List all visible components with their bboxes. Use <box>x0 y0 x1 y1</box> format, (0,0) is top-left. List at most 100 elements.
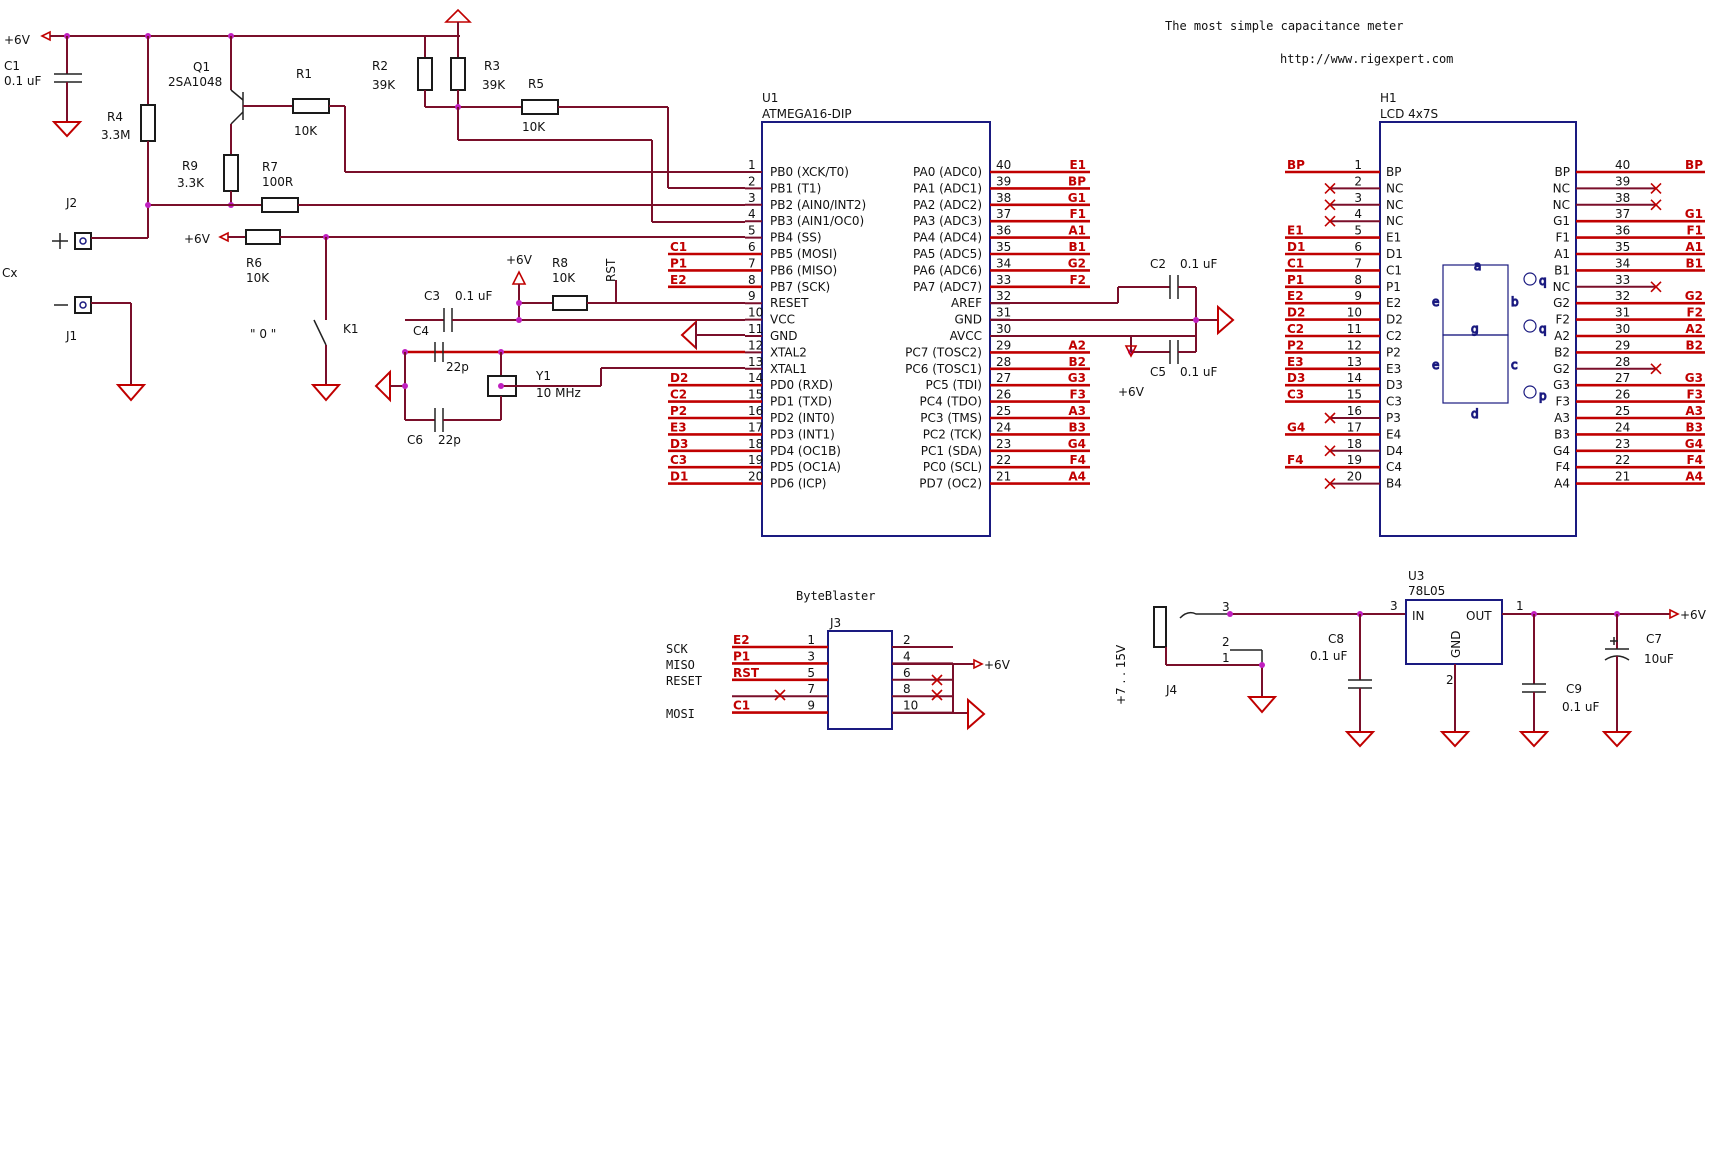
r2-ref: R2 <box>372 59 388 73</box>
c1-ref: C1 <box>4 59 20 73</box>
u1-net-label: E2 <box>670 273 687 287</box>
h1-net-label: G2 <box>1685 289 1703 303</box>
no-connect-mark <box>1324 445 1336 457</box>
c9-gnd-symbol <box>1518 731 1550 748</box>
u1-pin-name: PC4 (TDO) <box>920 395 982 409</box>
j4-ref: J4 <box>1165 683 1177 697</box>
bb-signal-mosi: MOSI <box>666 707 695 721</box>
u1-pin-name: PA2 (ADC2) <box>913 198 982 212</box>
u1-net-label: G2 <box>1068 256 1086 270</box>
seg-q-upper: q <box>1539 274 1547 288</box>
h1-pin-number: 13 <box>1347 355 1362 369</box>
c9-value: 0.1 uF <box>1562 700 1600 714</box>
r5-ref: R5 <box>528 77 544 91</box>
supply-label-avcc: +6V <box>1118 385 1145 399</box>
u1-pin-number: 8 <box>748 273 756 287</box>
u1-net-label: P2 <box>670 404 687 418</box>
y1-value: 10 MHz <box>536 386 581 400</box>
u1-net-label: BP <box>1068 174 1086 188</box>
c4-ref: C4 <box>413 324 429 338</box>
u1-net-label: E1 <box>1069 158 1086 172</box>
h1-pin-name: NC <box>1386 181 1403 195</box>
r9-ref: R9 <box>182 159 198 173</box>
cx-label: Cx <box>2 266 17 280</box>
j2-connector[interactable] <box>74 232 92 250</box>
u1-pin-number: 19 <box>748 453 763 467</box>
h1-pin-name: G1 <box>1553 214 1570 228</box>
h1-net-label: D2 <box>1287 306 1305 320</box>
seg-g: g <box>1471 322 1479 336</box>
h1-pin-number: 40 <box>1615 158 1630 172</box>
h1-pin-number: 10 <box>1347 306 1362 320</box>
r3-resistor <box>450 57 466 91</box>
u1-pin-number: 26 <box>996 388 1011 402</box>
j1-connector[interactable] <box>74 296 92 314</box>
h1-pin-number: 36 <box>1615 224 1630 238</box>
bb-signal-reset: RESET <box>666 674 702 688</box>
r8-ref: R8 <box>552 256 568 270</box>
u1-pin-number: 25 <box>996 404 1011 418</box>
h1-pin-name: D1 <box>1386 247 1403 261</box>
h1-pin-name: F4 <box>1555 460 1570 474</box>
h1-ref: H1 <box>1380 91 1397 105</box>
h1-pin-name: D4 <box>1386 444 1403 458</box>
h1-net-label: C2 <box>1287 322 1304 336</box>
u1-pin-name: GND <box>954 313 982 327</box>
seg-b: b <box>1511 295 1519 309</box>
r7-ref: R7 <box>262 160 278 174</box>
h1-pin-number: 5 <box>1354 224 1362 238</box>
u1-pin-name: PA0 (ADC0) <box>913 165 982 179</box>
c1-value: 0.1 uF <box>4 74 42 88</box>
h1-net-label: A1 <box>1685 240 1703 254</box>
u1-pin-name: PC5 (TDI) <box>925 378 982 392</box>
h1-net-label: B1 <box>1686 256 1704 270</box>
h1-pin-number: 8 <box>1354 273 1362 287</box>
r5-value: 10K <box>522 120 546 134</box>
r6-value: 10K <box>246 271 270 285</box>
h1-part: LCD 4x7S <box>1380 107 1438 121</box>
j4-jack[interactable] <box>1153 606 1167 648</box>
r9-resistor <box>223 154 239 192</box>
h1-net-label: D3 <box>1287 371 1305 385</box>
h1-pin-number: 18 <box>1347 437 1362 451</box>
u1-net-label: D1 <box>670 470 688 484</box>
u1-pin-name: PB7 (SCK) <box>770 280 830 294</box>
c8-value: 0.1 uF <box>1310 649 1348 663</box>
r2-value: 39K <box>372 78 396 92</box>
no-connect-mark <box>1650 182 1662 194</box>
h1-pin-number: 28 <box>1615 355 1630 369</box>
h1-net-label: F4 <box>1686 453 1703 467</box>
k1-switch[interactable] <box>313 319 327 346</box>
bb-pin-number: 3 <box>807 649 815 663</box>
u3-gnd-symbol <box>1439 731 1471 748</box>
u1-pin-number: 7 <box>748 256 756 270</box>
u1-pin-number: 17 <box>748 420 763 434</box>
c3-ref: C3 <box>424 289 440 303</box>
diagram-title: The most simple capacitance meter <box>1165 19 1403 33</box>
bb-net-label: C1 <box>733 699 750 713</box>
u1-pin-name: PD2 (INT0) <box>770 411 835 425</box>
h1-pin-number: 34 <box>1615 256 1630 270</box>
u1-net-label: C2 <box>670 388 687 402</box>
u1-pin-name: PD6 (ICP) <box>770 477 826 491</box>
c8-ref: C8 <box>1328 632 1344 646</box>
u1-pin-name: PB0 (XCK/T0) <box>770 165 849 179</box>
supply-label-r6: +6V <box>184 232 211 246</box>
r1-resistor <box>292 98 330 114</box>
h1-pin-name: C3 <box>1386 395 1402 409</box>
u1-pin-name: XTAL1 <box>770 362 807 376</box>
h1-pin-number: 32 <box>1615 289 1630 303</box>
u3-out: OUT <box>1466 609 1492 623</box>
h1-pin-name: B2 <box>1554 345 1570 359</box>
c6-ref: C6 <box>407 433 423 447</box>
u1-net-label: B1 <box>1069 240 1087 254</box>
bb-pin-number: 9 <box>807 699 815 713</box>
seg-p: p <box>1539 389 1547 403</box>
h1-pin-number: 35 <box>1615 240 1630 254</box>
h1-pin-number: 19 <box>1347 453 1362 467</box>
u1-decoupling: C2 0.1 uF C5 0.1 uF +6V <box>990 257 1235 399</box>
u1-pin-name: VCC <box>770 313 795 327</box>
u1-net-label: B3 <box>1069 420 1087 434</box>
supply-label-top: +6V <box>4 33 31 47</box>
